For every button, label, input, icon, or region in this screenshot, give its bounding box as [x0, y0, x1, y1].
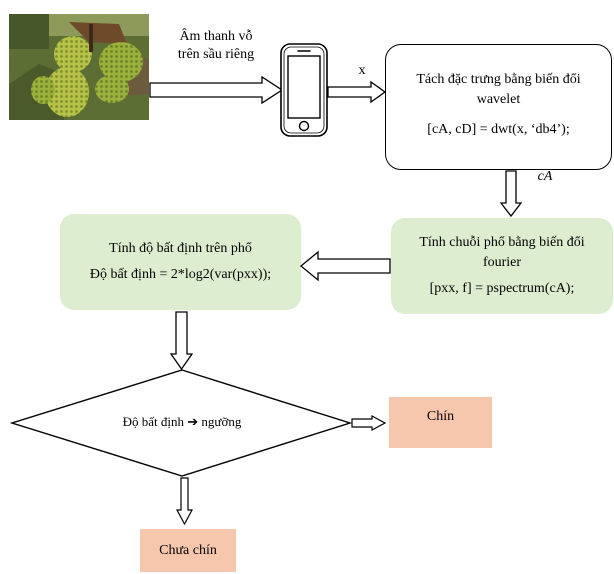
input-caption: Âm thanh vỗ trên sầu riêng — [158, 28, 274, 64]
entropy-formula: Độ bất định = 2*log2(var(pxx)); — [89, 267, 272, 282]
input-caption-line: Âm thanh vỗ — [179, 29, 253, 44]
result-ripe-label: Chín — [426, 409, 455, 424]
arrow-decision-to-ripe — [351, 414, 387, 432]
arrow-fourier-to-entropy — [299, 250, 391, 282]
arrow-photo-to-phone — [149, 75, 284, 105]
wavelet-title: Tách đặc trưng bằng biến đổi — [416, 72, 581, 87]
smartphone-icon — [280, 43, 328, 137]
signal-label: x — [358, 63, 366, 78]
approx-coefficient-label: cA — [537, 169, 553, 184]
arrow-phone-to-wavelet — [327, 80, 387, 104]
wavelet-formula: [cA, cD] = dwt(x, ‘db4’); — [427, 122, 570, 137]
decision-condition: Độ bất định ➔ ngưỡng — [122, 414, 242, 429]
result-unripe-box: Chưa chín — [140, 529, 236, 572]
fourier-title: fourier — [482, 255, 522, 270]
decision-diamond — [9, 369, 353, 477]
result-unripe-label: Chưa chín — [159, 542, 217, 558]
entropy-step-box: Tính độ bất định trên phổ Độ bất định = … — [60, 214, 301, 310]
arrow-entropy-to-decision — [169, 311, 194, 371]
wavelet-step-box: Tách đặc trưng bằng biến đổi wavelet [cA… — [385, 44, 612, 170]
wavelet-title: wavelet — [476, 92, 521, 107]
fourier-title: Tính chuỗi phổ bằng biến đổi — [419, 235, 585, 250]
durian-photo — [9, 14, 149, 120]
fourier-step-box: Tính chuỗi phổ bằng biến đổi fourier [px… — [391, 218, 613, 314]
entropy-title: Tính độ bất định trên phổ — [109, 241, 252, 256]
arrow-wavelet-to-fourier — [499, 170, 523, 218]
result-ripe-box: Chín — [389, 397, 492, 448]
arrow-decision-to-unripe — [175, 477, 194, 526]
fourier-formula: [pxx, f] = pspectrum(cA); — [429, 281, 575, 296]
input-caption-line: trên sầu riêng — [177, 47, 255, 62]
